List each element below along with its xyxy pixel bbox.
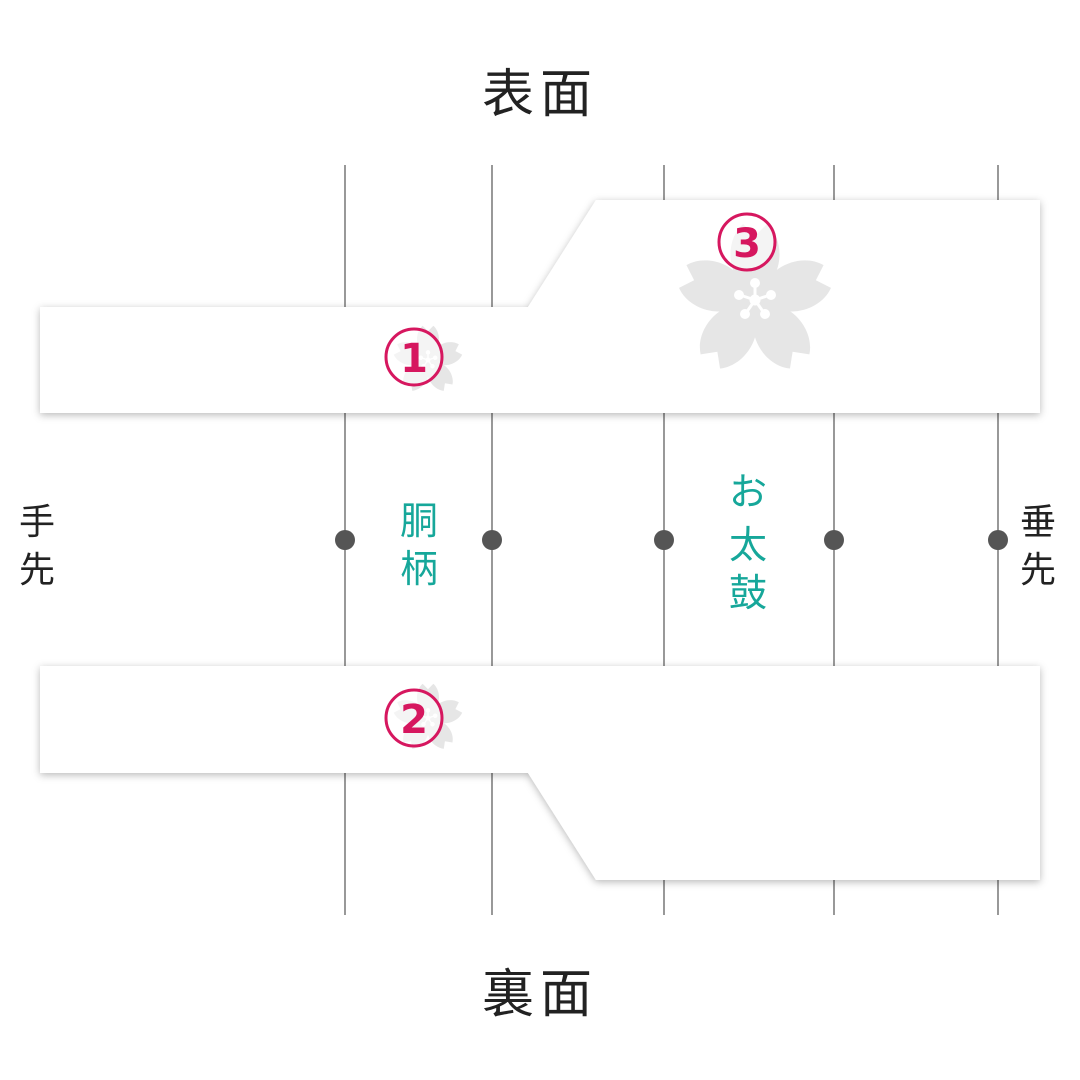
svg-text:柄: 柄 xyxy=(400,547,438,591)
marker-number: 1 xyxy=(400,336,428,382)
divider-dot xyxy=(335,530,355,550)
divider-dot xyxy=(654,530,674,550)
right-end-label: 垂 先 xyxy=(1020,502,1056,591)
svg-text:垂: 垂 xyxy=(1020,502,1056,543)
marker-1: 1 xyxy=(384,327,444,387)
back-side-label: 裏面 xyxy=(482,965,598,1025)
divider-dot xyxy=(824,530,844,550)
divider-dot xyxy=(988,530,1008,550)
svg-text:先: 先 xyxy=(19,550,55,591)
svg-text:鼓: 鼓 xyxy=(729,571,767,615)
marker-number: 2 xyxy=(400,697,428,743)
svg-text:胴: 胴 xyxy=(400,499,438,543)
back-obi-panel xyxy=(40,666,1040,880)
front-side-label: 表面 xyxy=(482,65,598,125)
svg-text:先: 先 xyxy=(1020,550,1056,591)
left-end-label: 手 先 xyxy=(19,502,55,591)
divider-dot xyxy=(482,530,502,550)
marker-2: 2 xyxy=(384,688,444,748)
svg-text:太: 太 xyxy=(729,523,767,567)
svg-text:お: お xyxy=(729,470,767,514)
section-dots xyxy=(335,530,1008,550)
svg-text:手: 手 xyxy=(19,502,55,543)
marker-3: 3 xyxy=(717,212,777,272)
section-label-otaiko: お 太 鼓 xyxy=(729,470,767,615)
marker-number: 3 xyxy=(733,221,761,267)
section-label-dougara: 胴 柄 xyxy=(400,499,438,591)
front-obi-panel xyxy=(40,200,1040,413)
